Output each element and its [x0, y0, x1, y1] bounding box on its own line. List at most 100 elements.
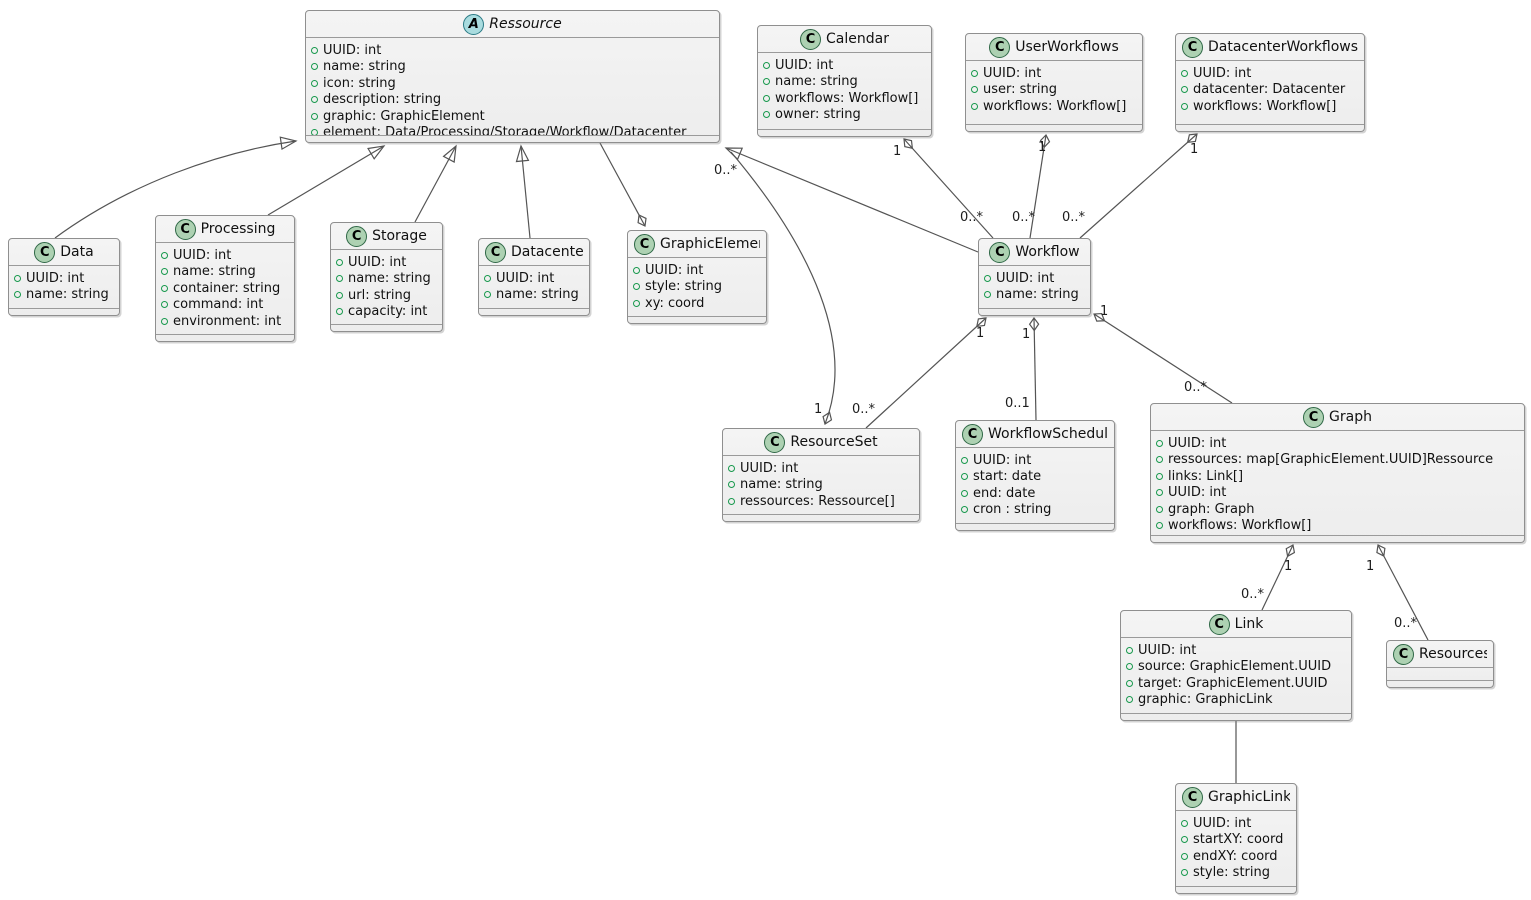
edge-ressource-graphicelement-aggregation	[599, 142, 645, 226]
attribute-row: workflows: Workflow[]	[971, 98, 1136, 115]
attribute-row: target: GraphicElement.UUID	[1126, 675, 1345, 692]
attribute: UUID: int	[645, 262, 704, 278]
attributes	[1387, 668, 1493, 680]
attributes: UUID: int startXY: coord endXY: coord st…	[1176, 811, 1296, 886]
attribute-row: name: string	[161, 264, 288, 281]
attributes: UUID: int name: string container: string…	[156, 243, 294, 334]
edge-userworkflows-workflow-aggregation	[1029, 135, 1046, 239]
edge-workflow-graph-aggregation	[1094, 314, 1233, 404]
field-visibility-icon	[1156, 472, 1163, 480]
field-visibility-icon	[961, 473, 968, 481]
class-name: Calendar	[826, 31, 889, 47]
edge-datacenter-extends-ressource	[515, 144, 531, 239]
edge-ressource-resourceset-aggregation	[730, 151, 836, 424]
field-visibility-icon	[311, 96, 318, 104]
multiplicity-label: 0..*	[1012, 210, 1036, 225]
field-visibility-icon	[1181, 86, 1188, 94]
field-visibility-icon	[161, 251, 168, 259]
class-resourceset: C ResourceSet UUID: int name: string res…	[722, 428, 920, 522]
attribute-row: url: string	[336, 287, 436, 304]
field-visibility-icon	[971, 86, 978, 94]
attribute-row: xy: coord	[633, 295, 760, 312]
edge-processing-extends-ressource	[267, 145, 386, 216]
methods-compartment	[723, 514, 919, 521]
attribute-row: UUID: int	[161, 247, 288, 264]
attribute: capacity: int	[348, 304, 428, 320]
field-visibility-icon	[1181, 819, 1188, 827]
attribute: icon: string	[323, 75, 396, 91]
methods-compartment	[331, 324, 442, 331]
methods-compartment	[979, 308, 1090, 315]
field-visibility-icon	[311, 79, 318, 87]
attribute: command: int	[173, 297, 264, 313]
class-resources: C Resources	[1386, 640, 1494, 688]
class-name: UserWorkflows	[1015, 39, 1119, 55]
attribute: endXY: coord	[1193, 848, 1278, 864]
methods-compartment	[479, 308, 589, 315]
attribute: target: GraphicElement.UUID	[1138, 675, 1328, 691]
class-title: C GraphicLink	[1176, 784, 1296, 811]
multiplicity-label: 0..*	[714, 163, 738, 178]
class-icon: C	[34, 241, 56, 263]
attribute-row: owner: string	[763, 107, 925, 124]
attribute-row: end: date	[961, 485, 1108, 502]
attribute: name: string	[323, 59, 406, 75]
attribute: UUID: int	[1193, 65, 1252, 81]
class-name: Ressource	[489, 16, 562, 32]
attribute-row: start: date	[961, 469, 1108, 486]
attribute-row: workflows: Workflow[]	[1181, 98, 1358, 115]
attributes: UUID: int style: string xy: coord	[628, 258, 766, 316]
attribute-row: name: string	[14, 287, 113, 304]
edge-calendar-workflow-aggregation	[904, 139, 994, 239]
class-name: Storage	[372, 228, 427, 244]
class-graph: C Graph UUID: int ressources: map[Graphi…	[1150, 403, 1525, 543]
attribute-row: startXY: coord	[1181, 832, 1290, 849]
class-datacenter: C Datacenter UUID: int name: string	[478, 238, 590, 316]
class-graphiclink: C GraphicLink UUID: int startXY: coord e…	[1175, 783, 1297, 894]
field-visibility-icon	[14, 291, 21, 299]
attribute-row: name: string	[311, 59, 713, 76]
attribute: url: string	[348, 287, 412, 303]
class-icon: C	[1182, 786, 1203, 808]
multiplicity-label: 1	[1190, 142, 1198, 157]
class-title: C WorkflowSchedule	[956, 421, 1114, 448]
multiplicity-label: 0..*	[852, 402, 876, 417]
field-visibility-icon	[1181, 69, 1188, 77]
attribute: graph: Graph	[1168, 501, 1255, 517]
methods-compartment	[306, 135, 719, 142]
attribute: workflows: Workflow[]	[1168, 518, 1312, 534]
multiplicity-label: 1	[1100, 304, 1108, 319]
attribute-row: description: string	[311, 92, 713, 109]
field-visibility-icon	[1181, 852, 1188, 860]
attribute-row: UUID: int	[984, 270, 1084, 287]
field-visibility-icon	[984, 291, 991, 299]
field-visibility-icon	[1126, 679, 1133, 687]
field-visibility-icon	[1181, 869, 1188, 877]
attribute: style: string	[1193, 865, 1271, 881]
class-title: C DatacenterWorkflows	[1176, 34, 1364, 61]
field-visibility-icon	[984, 274, 991, 282]
class-title: C Data	[9, 239, 119, 266]
attribute-row: links: Link[]	[1156, 468, 1518, 485]
field-visibility-icon	[728, 481, 735, 489]
attribute-row: UUID: int	[961, 452, 1108, 469]
field-visibility-icon	[633, 283, 640, 291]
edge-storage-extends-ressource	[414, 144, 457, 223]
field-visibility-icon	[161, 268, 168, 276]
attributes: UUID: int start: date end: date cron : s…	[956, 448, 1114, 523]
field-visibility-icon	[311, 112, 318, 120]
field-visibility-icon	[763, 61, 770, 69]
methods-compartment	[1151, 535, 1524, 542]
attribute-row: ressources: Ressource[]	[728, 493, 913, 510]
class-icon: C	[1182, 36, 1203, 58]
attribute: environment: int	[173, 313, 282, 329]
attribute: workflows: Workflow[]	[775, 90, 919, 106]
class-data: C Data UUID: int name: string	[8, 238, 120, 316]
class-title: C Link	[1121, 611, 1351, 638]
attribute-row: icon: string	[311, 75, 713, 92]
class-title: A Ressource	[306, 11, 719, 38]
attribute: workflows: Workflow[]	[983, 98, 1127, 114]
attribute: name: string	[740, 477, 823, 493]
